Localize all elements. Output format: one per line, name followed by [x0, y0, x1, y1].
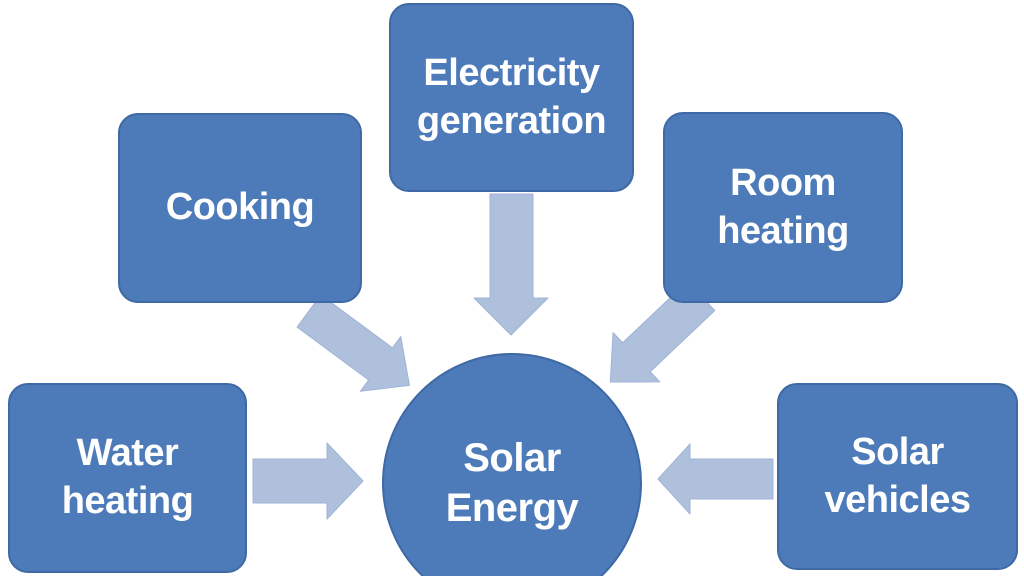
node-water-heating: Water heating — [8, 383, 247, 573]
arrow-water-to-center-icon — [252, 442, 364, 520]
node-electricity-generation: Electricity generation — [389, 3, 634, 192]
arrow-electricity-to-center-icon — [473, 193, 549, 336]
node-solar-vehicles-label: Solar vehicles — [824, 430, 972, 521]
node-room-heating: Room heating — [663, 112, 903, 303]
node-cooking-label: Cooking — [165, 186, 315, 229]
arrow-vehicles-to-center-icon — [657, 443, 774, 515]
node-solar-energy-label: Solar Energy — [445, 435, 579, 530]
node-solar-energy-center: Solar Energy — [382, 353, 642, 576]
arrow-cooking-to-center-icon — [296, 294, 410, 392]
node-water-heating-label: Water heating — [61, 432, 194, 522]
node-cooking: Cooking — [118, 113, 362, 303]
node-electricity-generation-label: Electricity generation — [416, 51, 607, 142]
node-room-heating-label: Room heating — [717, 161, 849, 252]
node-solar-vehicles: Solar vehicles — [777, 383, 1018, 570]
